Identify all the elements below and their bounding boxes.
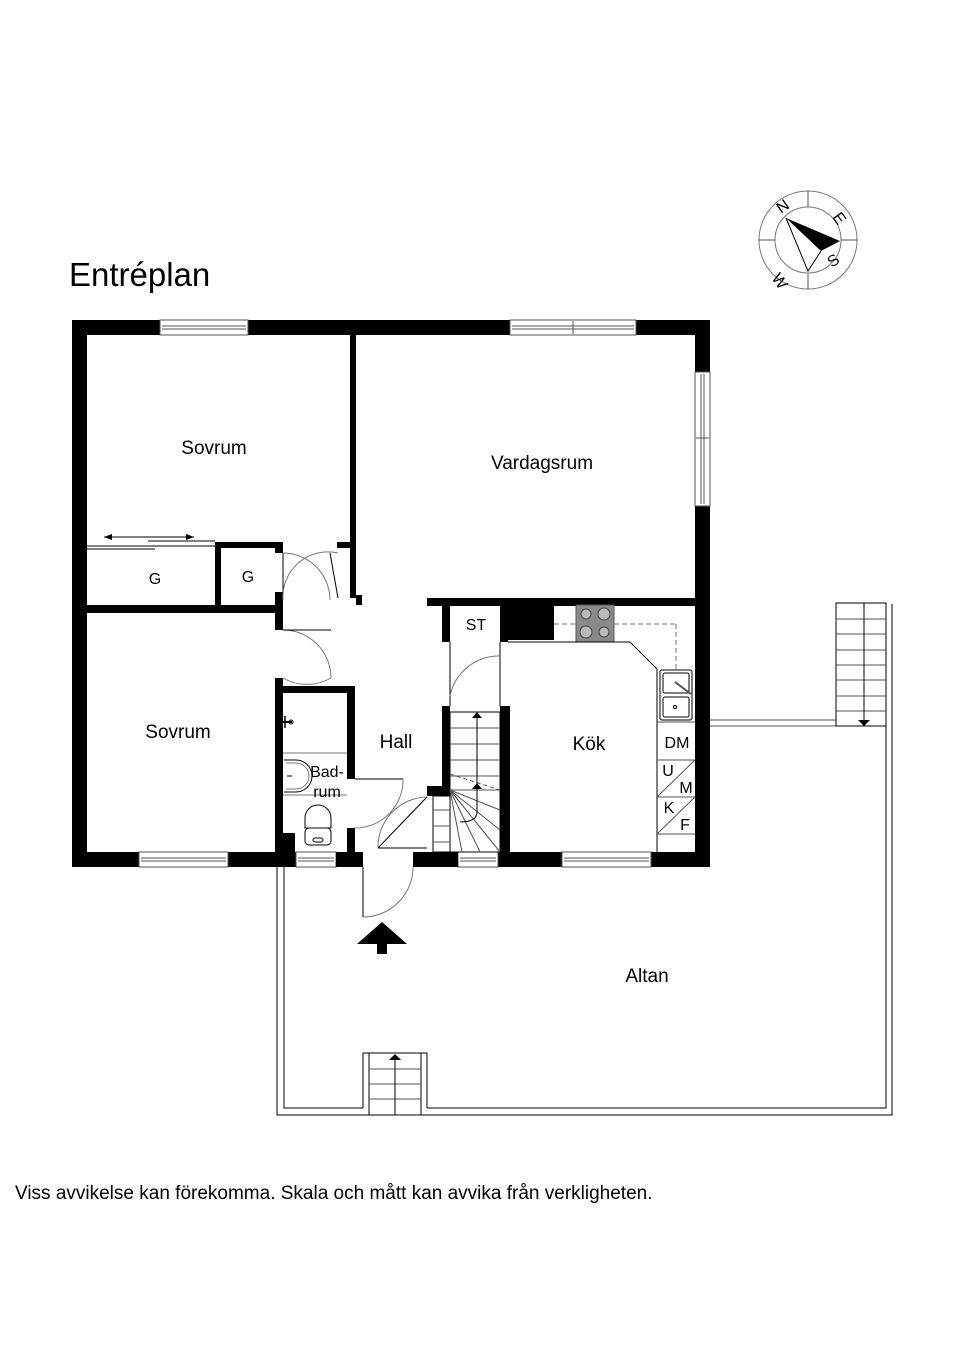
bathroom-fixtures xyxy=(283,716,347,846)
compass-s: S xyxy=(825,251,843,271)
shower-icon xyxy=(283,716,294,728)
plan-title: Entréplan xyxy=(69,256,211,293)
stove-icon xyxy=(575,604,615,643)
appliance-label-k: K xyxy=(664,800,675,817)
room-label-sovrum-top: Sovrum xyxy=(181,438,246,459)
compass-rose-icon: N E S W xyxy=(758,190,858,294)
kitchen-fixtures xyxy=(508,604,696,852)
room-label-badrum-2: rum xyxy=(313,784,341,801)
room-label-kok: Kök xyxy=(573,734,606,755)
room-label-badrum-1: Bad- xyxy=(310,764,344,781)
room-label-sovrum-bottom: Sovrum xyxy=(145,722,210,743)
toilet-icon xyxy=(304,804,332,846)
appliance-label-m: M xyxy=(679,780,692,797)
room-label-hall: Hall xyxy=(380,732,413,753)
exterior-stairs-bottom-icon xyxy=(362,1052,428,1116)
exterior-walls xyxy=(72,320,710,867)
room-label-st: ST xyxy=(466,617,487,634)
appliance-label-dm: DM xyxy=(665,735,690,752)
appliance-label-u: U xyxy=(662,763,674,780)
interior-walls xyxy=(87,335,710,867)
appliance-label-f: F xyxy=(680,817,690,834)
compass-n: N xyxy=(774,197,793,218)
exterior-stairs-right-icon xyxy=(835,602,887,727)
compass-w: W xyxy=(768,271,791,294)
room-label-garderob-2: G xyxy=(242,569,254,586)
sink-icon xyxy=(659,669,693,721)
entrance-arrow-icon xyxy=(357,922,407,954)
disclaimer-text: Viss avvikelse kan förekomma. Skala och … xyxy=(15,1183,653,1204)
room-label-altan: Altan xyxy=(625,966,668,987)
indoor-stairs-icon xyxy=(432,711,501,853)
room-label-garderob-1: G xyxy=(149,571,161,588)
room-label-vardagsrum: Vardagsrum xyxy=(491,453,593,474)
washbasin-icon xyxy=(284,759,313,793)
compass-e: E xyxy=(829,210,849,228)
doors xyxy=(282,551,501,918)
windows xyxy=(138,319,711,868)
